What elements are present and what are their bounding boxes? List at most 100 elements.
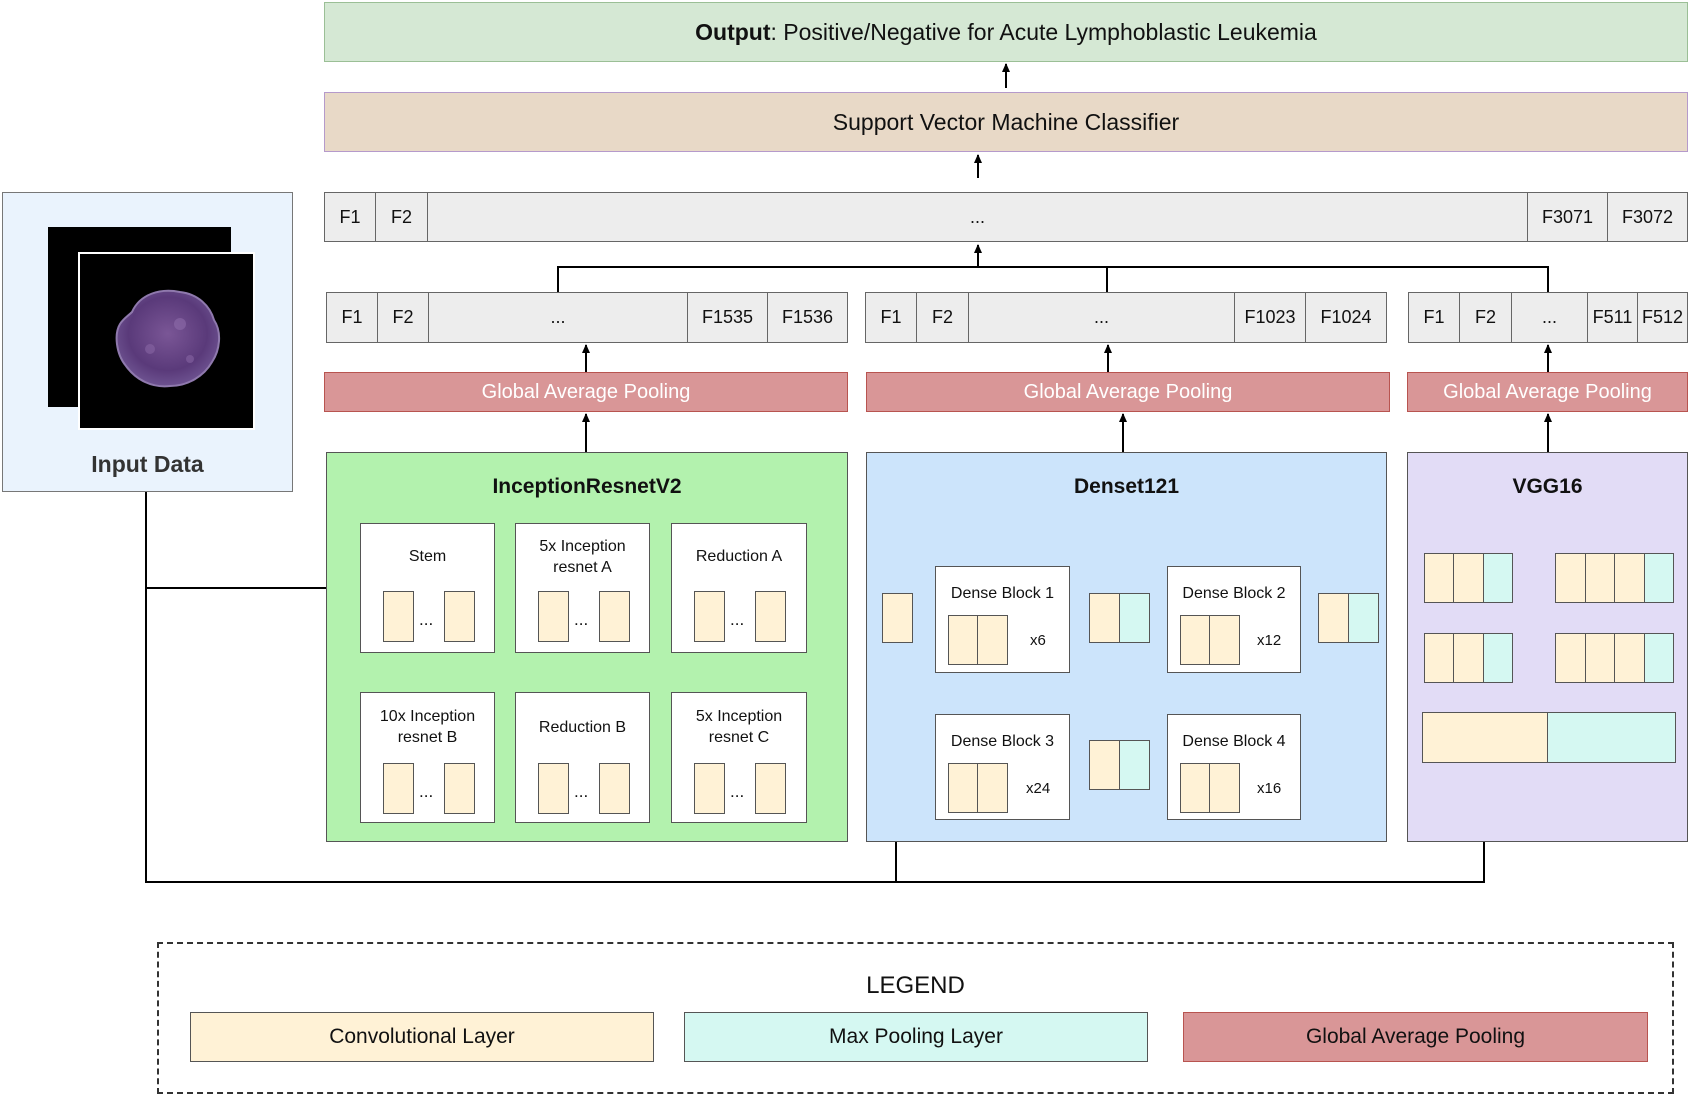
block-label: Dense Block 4	[1182, 733, 1286, 750]
legend-global-average-pooling: Global Average Pooling	[1183, 1012, 1648, 1062]
block-ellipsis: ...	[419, 610, 434, 629]
vgg-conv-layer	[1614, 553, 1645, 603]
conv-layer	[538, 591, 569, 642]
dense-block-4: Dense Block 4 x16	[1167, 714, 1301, 820]
conv-layer	[1180, 615, 1210, 665]
legend-label: Global Average Pooling	[1305, 1025, 1526, 1048]
vgg-pool-layer	[1547, 712, 1676, 763]
legend-label: Convolutional Layer	[329, 1025, 515, 1048]
repeat-count: x6	[1030, 632, 1046, 649]
feature-cell: F1023	[1235, 293, 1306, 342]
repeat-count: x12	[1257, 632, 1282, 649]
densenet-initial-conv	[882, 593, 913, 643]
feature-cell: F1535	[688, 293, 768, 342]
vgg-feature-vector: F1 F2 ... F511 F512	[1408, 292, 1688, 343]
block-ellipsis: ...	[419, 782, 434, 801]
vgg-conv-layer	[1555, 633, 1586, 683]
svm-classifier-box: Support Vector Machine Classifier	[324, 92, 1688, 152]
block-ellipsis: ...	[574, 782, 589, 801]
legend-max-pooling-layer: Max Pooling Layer	[684, 1012, 1148, 1062]
conv-layer	[1209, 763, 1240, 813]
transition-pool	[1119, 740, 1150, 790]
block-label: 5x Inception resnet A	[539, 538, 626, 576]
feature-cell: F511	[1588, 293, 1638, 342]
reduction-a-block: Reduction A ...	[671, 523, 807, 653]
output-text: : Positive/Negative for Acute Lymphoblas…	[770, 18, 1317, 45]
vgg-pool-layer	[1483, 553, 1513, 603]
vgg-conv-layer	[1555, 553, 1586, 603]
legend-conv-layer: Convolutional Layer	[190, 1012, 654, 1062]
conv-layer	[694, 591, 725, 642]
conv-layer	[1209, 615, 1240, 665]
feature-cell: F2	[378, 293, 429, 342]
conv-layer	[599, 763, 630, 814]
cell-image-icon	[78, 252, 255, 430]
feature-ellipsis: ...	[429, 293, 688, 342]
feature-cell: F1536	[781, 307, 834, 327]
gap-label: Global Average Pooling	[1023, 380, 1233, 403]
conv-layer	[755, 763, 786, 814]
vgg-conv-layer	[1422, 712, 1548, 763]
vgg-conv-layer	[1424, 633, 1454, 683]
block-ellipsis: ...	[574, 610, 589, 629]
block-label: Dense Block 1	[950, 585, 1055, 602]
vgg-conv-layer	[1585, 633, 1615, 683]
vgg-conv-layer	[1424, 553, 1454, 603]
feature-cell: F2	[1460, 293, 1512, 342]
inception-gap-layer: Global Average Pooling	[324, 372, 848, 412]
inception-feature-vector: F1 F2 ... F1535 F1536	[326, 292, 848, 343]
dense-block-1: Dense Block 1 x6	[935, 566, 1070, 673]
vgg-conv-layer	[1453, 553, 1484, 603]
conv-layer	[948, 615, 978, 665]
stem-block: Stem ...	[360, 523, 495, 653]
conv-layer	[383, 763, 414, 814]
conv-layer	[948, 763, 978, 813]
feature-cell: F512	[1641, 307, 1684, 327]
repeat-count: x16	[1257, 780, 1282, 797]
densenet-feature-vector: F1 F2 ... F1023 F1024	[865, 292, 1387, 343]
feature-cell: F1024	[1320, 307, 1372, 327]
dense-block-3: Dense Block 3 x24	[935, 714, 1070, 820]
panel-title: InceptionResnetV2	[492, 475, 682, 498]
block-ellipsis: ...	[730, 782, 745, 801]
transition-pool	[1348, 593, 1379, 643]
vgg-pool-layer	[1644, 633, 1674, 683]
block-label: Stem	[408, 548, 447, 565]
conv-layer	[977, 615, 1008, 665]
input-data-label: Input Data	[91, 451, 204, 477]
feature-cell: F2	[376, 193, 428, 241]
block-label: 5x Inception resnet C	[695, 708, 783, 746]
output-box: Output: Positive/Negative for Acute Lymp…	[324, 2, 1688, 62]
feature-cell: F1	[325, 193, 376, 241]
conv-layer	[444, 591, 475, 642]
block-label: Reduction A	[695, 548, 783, 565]
conv-layer	[977, 763, 1008, 813]
inception-resnet-b-block: 10x Inception resnet B ...	[360, 692, 495, 823]
conv-layer	[694, 763, 725, 814]
gap-label: Global Average Pooling	[481, 380, 691, 403]
legend-box: LEGEND	[157, 942, 1674, 1094]
legend-label: Max Pooling Layer	[829, 1025, 1003, 1048]
block-label: Dense Block 3	[950, 733, 1055, 750]
combined-feature-vector: F1 F2 ... F3071 F3072	[324, 192, 1688, 242]
input-data-panel: Input Data	[2, 192, 293, 492]
vgg-conv-layer	[1453, 633, 1484, 683]
feature-ellipsis: ...	[1512, 293, 1588, 342]
densenet-gap-layer: Global Average Pooling	[866, 372, 1390, 412]
conv-layer	[1180, 763, 1210, 813]
vgg-pool-layer	[1644, 553, 1674, 603]
transition-conv	[1089, 740, 1120, 790]
repeat-count: x24	[1026, 780, 1051, 797]
panel-title: Denset121	[1073, 475, 1180, 498]
feature-ellipsis: ...	[969, 293, 1235, 342]
feature-cell: F3071	[1528, 193, 1608, 241]
conv-layer	[444, 763, 475, 814]
conv-layer	[599, 591, 630, 642]
conv-layer	[538, 763, 569, 814]
panel-title: VGG16	[1512, 475, 1583, 498]
feature-cell: F1	[327, 293, 378, 342]
vgg-conv-layer	[1614, 633, 1645, 683]
conv-layer	[755, 591, 786, 642]
conv-layer	[383, 591, 414, 642]
block-ellipsis: ...	[730, 610, 745, 629]
